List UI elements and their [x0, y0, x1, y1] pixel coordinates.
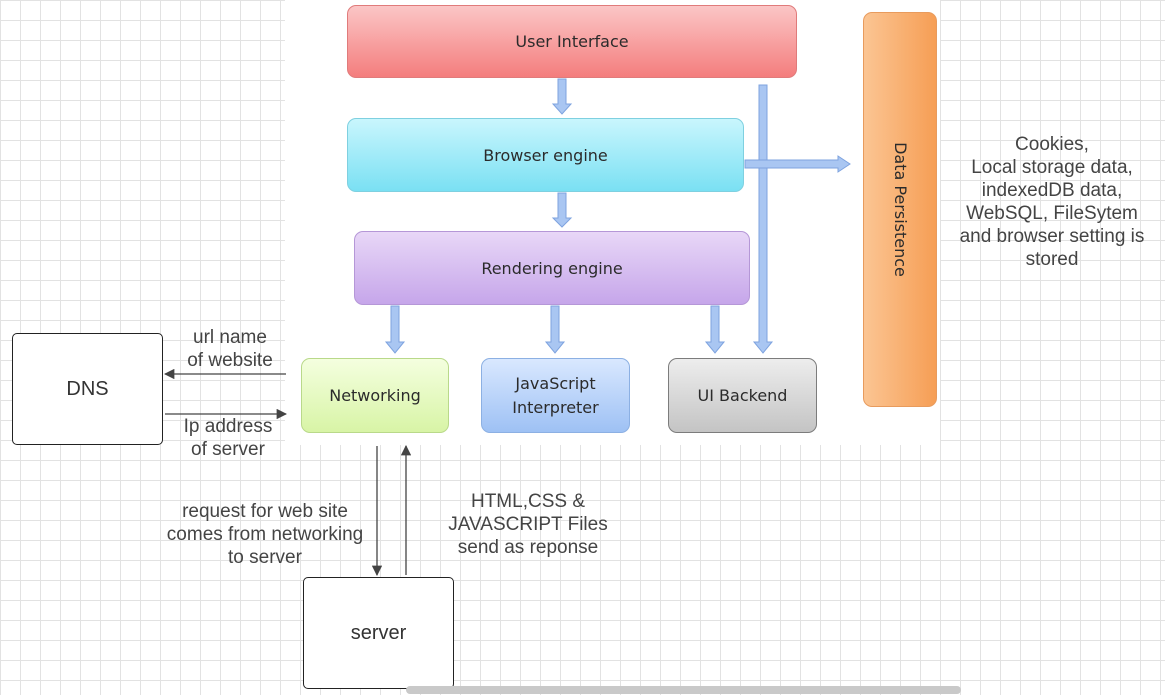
user-interface-block: User Interface: [347, 5, 797, 78]
user-interface-label: User Interface: [515, 32, 629, 51]
url-name-note-line: of website: [187, 350, 273, 371]
arrow-browser-to-rendering-engine: [551, 192, 573, 228]
arrow-ui-to-ui-backend: [752, 84, 774, 354]
rendering-engine-block: Rendering engine: [354, 231, 750, 305]
response-note-line: JAVASCRIPT Files: [448, 514, 608, 535]
ui-backend-block: UI Backend: [668, 358, 817, 433]
arrow-rendering-to-js-interpreter: [544, 305, 566, 354]
storage-note-line: WebSQL, FileSytem: [966, 203, 1138, 224]
rendering-engine-label: Rendering engine: [481, 258, 623, 278]
url-name-note-line: url name: [193, 327, 267, 348]
ip-address-note: Ip address of server: [175, 415, 281, 461]
response-note-line: send as reponse: [457, 537, 599, 558]
storage-note-line: Local storage data,: [971, 157, 1133, 178]
storage-note-line: Cookies,: [1015, 134, 1089, 155]
arrow-ui-to-browser-engine: [551, 78, 573, 115]
storage-note-line: and browser setting is: [959, 226, 1145, 247]
networking-label: Networking: [329, 386, 421, 405]
dns-label: DNS: [66, 377, 109, 400]
js-interpreter-label-line1: JavaScript: [515, 373, 596, 393]
server-box: server: [303, 577, 454, 689]
arrow-browser-engine-to-data-persistence: [744, 155, 851, 173]
horizontal-scrollbar[interactable]: [406, 686, 961, 694]
dns-box: DNS: [12, 333, 163, 445]
request-note-line: request for web site: [182, 501, 348, 522]
storage-note-line: stored: [1025, 249, 1079, 270]
ip-address-note-line: Ip address: [183, 416, 273, 437]
request-note-line: to server: [228, 547, 302, 568]
request-note-line: comes from networking: [166, 524, 364, 545]
js-interpreter-label-line2: Interpreter: [512, 397, 599, 417]
ui-backend-label: UI Backend: [697, 386, 788, 405]
arrow-rendering-to-ui-backend: [704, 305, 726, 354]
storage-note: Cookies, Local storage data, indexedDB d…: [945, 133, 1159, 271]
ip-address-note-line: of server: [191, 439, 265, 460]
browser-engine-label: Browser engine: [483, 145, 608, 165]
url-name-note: url name of website: [178, 326, 282, 372]
browser-engine-block: Browser engine: [347, 118, 744, 192]
request-note: request for web site comes from networki…: [152, 500, 378, 569]
server-label: server: [350, 621, 407, 644]
response-note-line: HTML,CSS &: [470, 491, 586, 512]
data-persistence-block: Data Persistence: [863, 12, 937, 407]
javascript-interpreter-block: JavaScript Interpreter: [481, 358, 630, 433]
networking-block: Networking: [301, 358, 449, 433]
arrow-rendering-to-networking: [384, 305, 406, 354]
response-note: HTML,CSS & JAVASCRIPT Files send as repo…: [432, 490, 624, 559]
storage-note-line: indexedDB data,: [981, 180, 1123, 201]
